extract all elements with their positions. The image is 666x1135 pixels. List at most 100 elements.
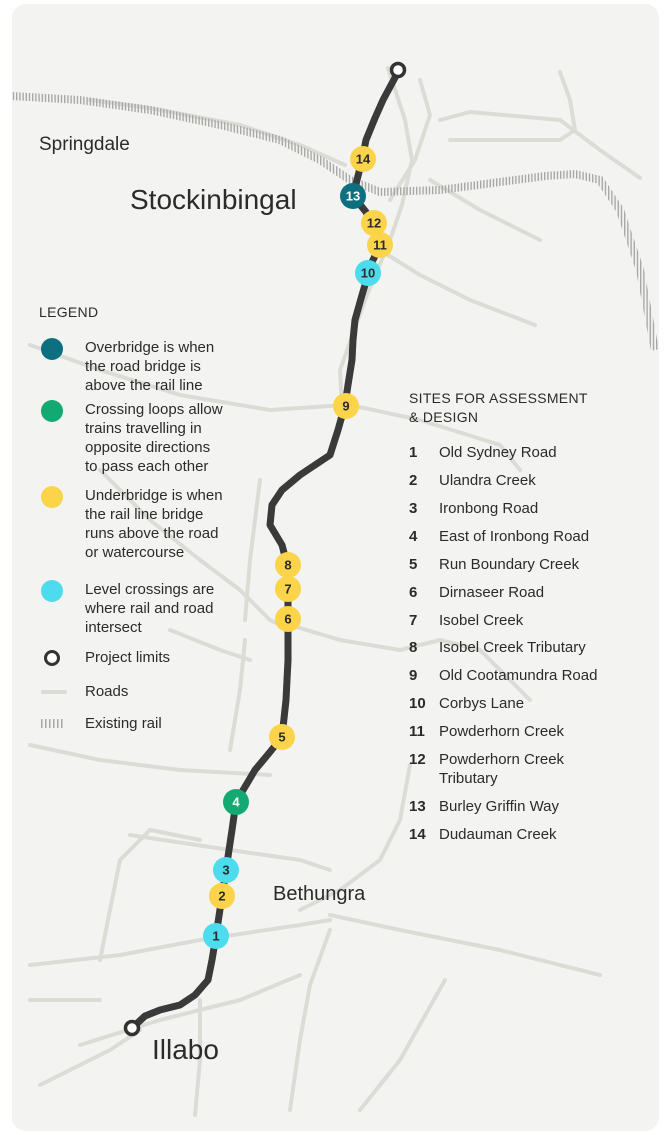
site-number: 5 [409,556,418,573]
legend-label: Underbridge is when the rail line bridge… [85,487,223,561]
site-item: 4 East of Ironbong Road [409,527,629,546]
site-name: Dirnaseer Road [439,584,545,601]
site-marker-number: 6 [284,612,291,627]
site-marker-circle [269,724,295,750]
site-name: Burley Griffin Way [439,798,560,815]
site-marker-circle [340,183,366,209]
site-name: Corbys Lane [439,695,525,712]
legend-label: Roads [85,683,129,700]
site-marker-number: 4 [232,795,240,810]
legend-item-crossing-loop: Crossing loops allow trains travelling i… [39,400,265,476]
legend-label: Project limits [85,649,171,666]
site-marker-7: 7 [275,576,301,602]
site-item: 11 Powderhorn Creek [409,722,629,741]
site-name: Powderhorn Creek Tributary [439,751,565,787]
site-marker-circle [275,576,301,602]
site-marker-number: 3 [222,863,229,878]
legend-item-overbridge: Overbridge is when the road bridge is ab… [39,338,265,395]
legend-item-roads: Roads [39,682,265,701]
sites-title: SITES FOR ASSESSMENT & DESIGN [409,390,588,425]
site-number: 1 [409,444,418,461]
level-crossing-swatch [41,580,63,602]
site-number: 7 [409,612,418,629]
site-name: Ulandra Creek [439,472,536,489]
site-marker-number: 11 [373,238,387,253]
map-card [12,4,659,1131]
site-marker-circle [350,146,376,172]
place-label-bethungra: Bethungra [273,883,366,905]
site-marker-circle [275,606,301,632]
site-marker-9: 9 [333,393,359,419]
site-item: 6 Dirnaseer Road [409,583,629,602]
site-marker-circle [361,210,387,236]
site-marker-number: 14 [356,152,371,167]
site-name: East of Ironbong Road [439,528,590,545]
site-marker-13: 13 [340,183,366,209]
site-marker-8: 8 [275,552,301,578]
site-item: 5 Run Boundary Creek [409,555,629,574]
project-limit-north [389,61,407,79]
site-marker-number: 12 [367,216,381,231]
site-marker-5: 5 [269,724,295,750]
existing-rail-lines [11,92,659,351]
site-marker-number: 2 [218,889,225,904]
site-number: 14 [409,826,426,843]
site-name: Isobel Creek [439,612,524,629]
site-marker-circle [275,552,301,578]
site-number: 13 [409,798,426,815]
place-label-stockinbingal: Stockinbingal [130,184,297,215]
site-number: 10 [409,695,426,712]
site-item: 12 Powderhorn Creek Tributary [409,750,629,788]
rail-line-icon [41,719,65,728]
site-marker-number: 9 [342,399,349,414]
crossing-loop-swatch [41,400,63,422]
site-marker-11: 11 [367,232,393,258]
legend-title: LEGEND [39,304,99,320]
site-item: 7 Isobel Creek [409,611,629,630]
place-label-illabo: Illabo [152,1034,219,1065]
site-number: 6 [409,584,418,601]
site-marker-number: 8 [284,558,291,573]
site-number: 8 [409,639,418,656]
project-limits-markers [123,61,407,1037]
site-marker-number: 7 [284,582,291,597]
site-item: 8 Isobel Creek Tributary [409,638,629,657]
site-number: 11 [409,723,425,740]
site-marker-circle [203,923,229,949]
project-limit-south [123,1019,141,1037]
site-number: 12 [409,751,426,768]
site-marker-10: 10 [355,260,381,286]
site-number: 4 [409,528,418,545]
legend-item-project-limits: Project limits [39,648,265,667]
site-name: Old Cootamundra Road [439,667,598,684]
site-marker-circle [213,857,239,883]
overbridge-swatch [41,338,63,360]
site-item: 13 Burley Griffin Way [409,797,629,816]
underbridge-swatch [41,486,63,508]
site-marker-circle [333,393,359,419]
legend-label: Overbridge is when the road bridge is ab… [85,339,215,394]
site-marker-number: 13 [346,189,360,204]
site-marker-number: 1 [212,929,219,944]
site-marker-circle [367,232,393,258]
site-name: Powderhorn Creek [439,723,565,740]
site-marker-circle [355,260,381,286]
legend-item-existing-rail: Existing rail [39,714,265,733]
roads [28,66,642,1117]
site-name: Isobel Creek Tributary [439,639,586,656]
site-marker-12: 12 [361,210,387,236]
site-name: Ironbong Road [439,500,539,517]
project-limits-icon [44,650,60,666]
site-marker-circle [223,789,249,815]
site-marker-1: 1 [203,923,229,949]
legend-item-level-crossing: Level crossings are where rail and road … [39,580,265,637]
road-line-icon [41,690,67,694]
site-name: Run Boundary Creek [439,556,580,573]
legend-label: Crossing loops allow trains travelling i… [85,401,223,475]
site-marker-6: 6 [275,606,301,632]
